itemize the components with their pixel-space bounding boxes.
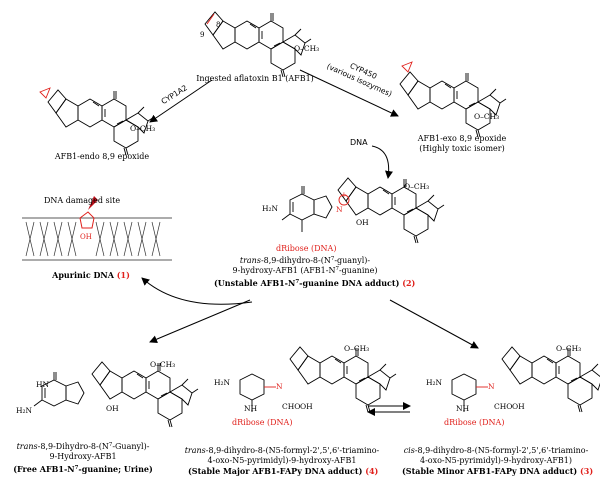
nh-label-major: NH xyxy=(244,404,258,413)
och3-label-free: O–CH₃ xyxy=(150,360,176,369)
nh-label-minor: NH xyxy=(456,404,470,413)
unstable-l1c: -guanyl)- xyxy=(334,256,371,265)
arrow-dna-attack xyxy=(371,145,393,179)
unstable-number: (2) xyxy=(402,278,416,288)
oh-label-adduct: OH xyxy=(356,218,369,227)
atom-label-9: 9 xyxy=(200,31,205,39)
unstable-sup2: 7 xyxy=(335,266,339,272)
arrow-depurination xyxy=(141,277,253,305)
free-l3a: (Free AFB1-N xyxy=(13,464,75,474)
dribose-label-major: dRibose (DNA) xyxy=(232,418,293,427)
unstable-l2a: 9-hydroxy-AFB1 (AFB1-N xyxy=(232,266,336,275)
unstable-l3a: (Unstable AFB1-N xyxy=(214,278,296,288)
cho-label-minor: CHO xyxy=(494,402,513,411)
och3-label-minor: O–CH₃ xyxy=(556,344,582,353)
free-guanine-name: trans-8,9-Dihydro-8-(N7-Guanyl)- 9-Hydro… xyxy=(8,442,158,462)
damage-marker-icon xyxy=(88,196,98,210)
free-l2: 9-Hydroxy-AFB1 xyxy=(49,452,117,461)
och3-label-major: O–CH₃ xyxy=(344,344,370,353)
unstable-trans: trans xyxy=(239,256,261,265)
major-fapy-title: (Stable Major AFB1-FAPy DNA adduct) (4) xyxy=(188,466,379,476)
major-number: (4) xyxy=(365,466,379,476)
major-l1b: -8,9-dihydro-8-(N5-formyl-2',5',6'-triam… xyxy=(205,446,380,455)
major-l2: 4-oxo-N5-pyrimidyl)-9-hydroxy-AFB1 xyxy=(207,456,357,465)
unstable-l2b: -guanine) xyxy=(338,266,378,275)
exo-label: AFB1-exo 8,9 epoxide (Highly toxic isome… xyxy=(402,134,522,154)
plus-charge-label: + xyxy=(341,191,347,199)
unstable-sup1: 7 xyxy=(330,256,335,262)
free-l3b: -guanine; Urine) xyxy=(78,464,153,474)
dna-label: DNA xyxy=(350,138,368,147)
minor-l3: (Stable Minor AFB1-FAPy DNA adduct) xyxy=(402,466,578,476)
minor-fapy-pyrimidine xyxy=(451,373,488,412)
oh-label-minor: OH xyxy=(512,402,525,411)
dna-ladder xyxy=(21,196,173,261)
cho-label-major: CHO xyxy=(282,402,301,411)
unstable-l1b: -8,9-dihydro-8-(N xyxy=(260,256,331,265)
minor-cis: cis xyxy=(403,446,415,455)
och3-label-exo: O–CH₃ xyxy=(474,112,500,121)
minor-fapy-name: cis-8,9-dihydro-8-(N5-formyl-2',5',6'-tr… xyxy=(398,446,594,466)
afb1-endo-structure xyxy=(39,87,155,156)
minor-number: (3) xyxy=(579,466,594,476)
free-trans: trans xyxy=(16,442,38,451)
free-l1c: -Guanyl)- xyxy=(112,442,150,451)
unstable-l3b: -guanine DNA adduct) xyxy=(299,278,400,288)
nh2-label-adduct: H₂N xyxy=(262,204,279,213)
arrow-cyp450 xyxy=(299,69,399,117)
oh-label-free: OH xyxy=(106,404,119,413)
major-fapy-name: trans-8,9-dihydro-8-(N5-formyl-2',5',6'-… xyxy=(184,446,380,466)
dribose-label-minor: dRibose (DNA) xyxy=(444,418,505,427)
n5-label-minor: N xyxy=(488,382,495,391)
n7-label: N xyxy=(336,205,343,214)
unstable-adduct-name: trans-8,9-dihydro-8-(N7-guanyl)- 9-hydro… xyxy=(230,256,380,276)
major-l3: (Stable Major AFB1-FAPy DNA adduct) xyxy=(188,466,363,476)
nh2-label-free: H₂N xyxy=(16,406,33,415)
apurinic-text: Apurinic DNA xyxy=(52,270,114,280)
och3-label-adduct: O–CH₃ xyxy=(404,182,430,191)
apurinic-site-sugar xyxy=(79,211,95,229)
afb1-structure xyxy=(204,11,312,78)
free-l1b: -8,9-Dihydro-8-(N xyxy=(37,442,109,451)
minor-l2: 4-oxo-N5-pyrimidyl)-9-hydroxy-AFB1) xyxy=(419,456,572,465)
dribose-label-adduct: dRibose (DNA) xyxy=(276,244,337,253)
minor-fapy-title: (Stable Minor AFB1-FAPy DNA adduct) (3) xyxy=(402,466,594,476)
n5-label-major: N xyxy=(276,382,283,391)
free-guanine-title: (Free AFB1-N7-guanine; Urine) xyxy=(6,464,160,474)
oh-label-major: OH xyxy=(300,402,313,411)
unstable-adduct-title: (Unstable AFB1-N7-guanine DNA adduct) (2… xyxy=(214,278,415,288)
atom-label-8: 8 xyxy=(216,21,221,29)
apurinic-label: Apurinic DNA (1) xyxy=(46,270,136,280)
exo-line2: (Highly toxic isomer) xyxy=(419,144,505,153)
endo-label: AFB1-endo 8,9 epoxide xyxy=(54,152,150,161)
n7-positive-charge xyxy=(338,194,350,206)
unstable-sup3: 7 xyxy=(295,279,300,285)
nh2-label-major: H₂N xyxy=(214,378,231,387)
n7-guanine-adduct-structure xyxy=(281,185,333,232)
hn-label-free: HN xyxy=(36,380,50,389)
free-sup2: 7 xyxy=(74,465,79,471)
afb1-label: Ingested aflatoxin B1 (AFB1) xyxy=(196,74,314,83)
nh2-label-minor: H₂N xyxy=(426,378,443,387)
arrow-cyp1a2 xyxy=(149,79,213,123)
arrow-to-minor-fapy xyxy=(389,299,479,349)
och3-label-afb1: O–CH₃ xyxy=(294,44,320,53)
major-trans: trans xyxy=(184,446,206,455)
minor-l1b: -8,9-dihydro-8-(N5-formyl-2',5',6'-triam… xyxy=(414,446,589,455)
afb1-exo-structure xyxy=(399,61,507,138)
och3-label-endo: O–CH₃ xyxy=(130,124,156,133)
free-sup1: 7 xyxy=(108,442,113,448)
free-n7-guanine-aflatoxin-part xyxy=(91,361,199,428)
major-fapy-pyrimidine xyxy=(239,373,276,412)
dna-damaged-label: DNA damaged site xyxy=(44,196,121,205)
arrow-to-free-guanine xyxy=(149,299,251,343)
apurinic-number: (1) xyxy=(116,270,130,280)
oh-label-dna: OH xyxy=(80,233,92,241)
exo-line1: AFB1-exo 8,9 epoxide xyxy=(417,134,507,143)
